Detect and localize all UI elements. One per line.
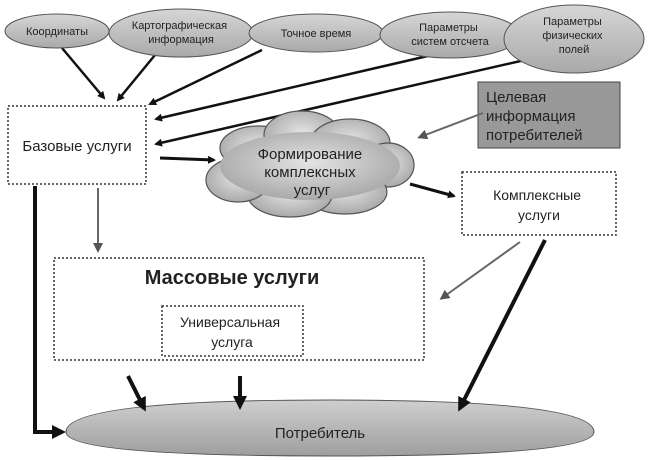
universal-service-label: Универсальная услуга	[180, 314, 284, 350]
consumer-shape: Потребитель	[65, 399, 595, 457]
arrow-time-to-base	[148, 48, 263, 106]
base-services-box: Базовые услуги	[7, 105, 147, 185]
mass-services-label: Массовые услуги	[145, 267, 319, 289]
flow-arrows	[33, 155, 547, 439]
arrow-base-to-formation	[159, 155, 216, 164]
arrow-frames-to-base	[154, 53, 433, 122]
source-arrows	[61, 47, 526, 147]
arrow-formation-to-complex	[409, 182, 456, 199]
source-oval-frames: Параметры систем отсчета	[379, 11, 521, 59]
source-oval-fields: Параметры физических полей	[503, 4, 645, 74]
base-services-label: Базовые услуги	[22, 138, 131, 155]
arrow-target-to-formation	[417, 112, 484, 140]
target-info-box: Целевая информация потребителей	[477, 81, 621, 149]
arrow-mass-to-consumer-left	[126, 375, 146, 412]
arrow-base-to-consumer	[33, 186, 66, 439]
source-oval-time: Точное время	[248, 13, 384, 53]
complex-services-box: Комплексные услуги	[461, 171, 617, 236]
target-info-label: Целевая информация потребителей	[486, 89, 583, 144]
source-label: Параметры физических полей	[542, 16, 605, 56]
arrow-cartography-to-base	[116, 54, 156, 102]
consumer-label: Потребитель	[275, 425, 365, 442]
source-label: Картографическая информация	[132, 20, 230, 46]
source-label: Точное время	[281, 28, 351, 40]
source-label: Параметры систем отсчета	[411, 22, 489, 48]
source-ovals: Координаты Картографическая информация Т…	[4, 4, 645, 74]
formation-cloud: Формирование комплексных услуг	[205, 110, 415, 218]
source-oval-cartography: Картографическая информация	[108, 8, 254, 58]
source-label: Координаты	[26, 26, 88, 38]
arrow-fields-to-base	[154, 58, 526, 147]
universal-service-box: Универсальная услуга	[161, 305, 304, 357]
complex-services-label: Комплексные услуги	[493, 187, 585, 223]
formation-label: Формирование комплексных услуг	[258, 146, 367, 199]
arrow-complex-to-consumer	[458, 239, 547, 412]
source-oval-coordinates: Координаты	[4, 13, 110, 49]
arrow-coordinates-to-base	[61, 47, 106, 100]
arrow-complex-to-mass	[439, 241, 521, 300]
